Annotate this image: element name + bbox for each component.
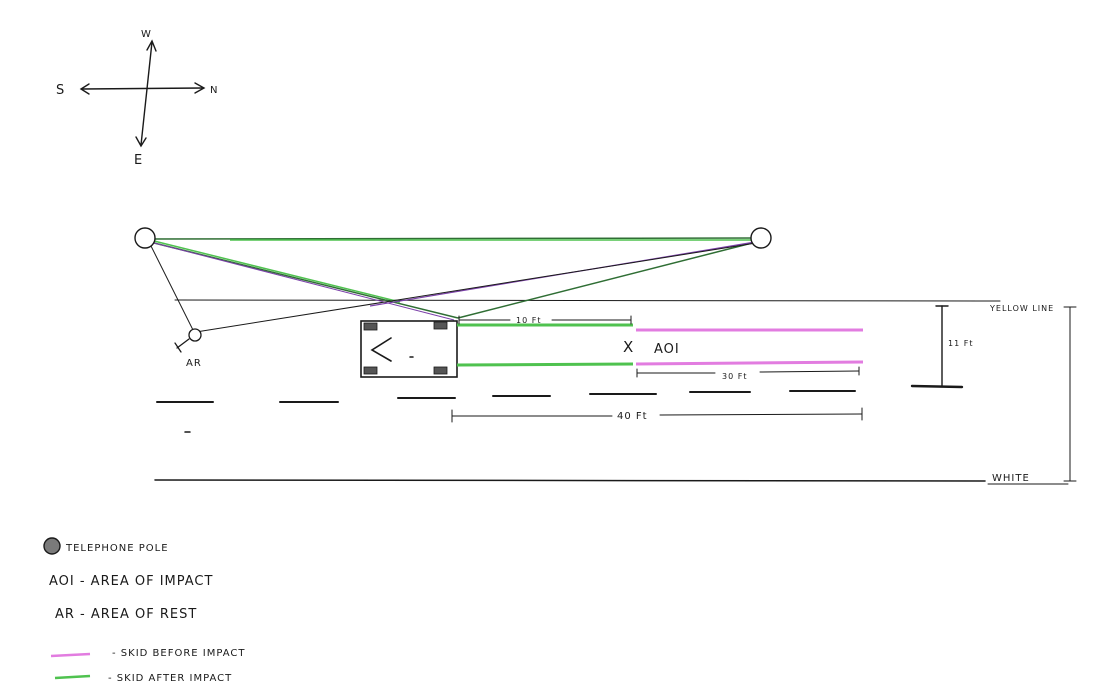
dim-30ft-label: 30 Ft bbox=[722, 372, 747, 381]
dim-11ft-label: 11 Ft bbox=[948, 339, 973, 348]
sight-lines bbox=[134, 227, 772, 333]
dim-40ft-label: 40 Ft bbox=[617, 411, 648, 422]
dim-10ft-label: 10 Ft bbox=[516, 316, 541, 325]
vehicle-wheel bbox=[433, 366, 448, 375]
skid-after-impact-bottom bbox=[456, 362, 634, 367]
yellow-line bbox=[174, 299, 986, 302]
area-of-rest: AR bbox=[174, 328, 202, 369]
pole-to-car-purple-line bbox=[149, 241, 455, 321]
telephone-pole-left bbox=[134, 227, 156, 249]
vehicle-direction-chevron bbox=[370, 337, 392, 362]
compass-arrow-up bbox=[146, 39, 157, 52]
left-pole-to-ar-line bbox=[149, 243, 194, 331]
legend-skid-after-text: - SKID AFTER IMPACT bbox=[108, 673, 232, 684]
pole-to-yellow-green-line bbox=[149, 239, 401, 303]
area-of-rest-stake bbox=[176, 338, 190, 349]
telephone-pole-right bbox=[750, 227, 772, 249]
right-pole-to-car-line bbox=[457, 240, 761, 319]
compass-arrow-right bbox=[194, 82, 206, 94]
dim-40ft-line-right bbox=[659, 413, 863, 416]
legend-skid-after-swatch bbox=[54, 674, 91, 680]
area-of-rest-stake-cross bbox=[174, 342, 182, 353]
skid-marks bbox=[456, 323, 864, 367]
vehicle-wheel bbox=[363, 322, 378, 331]
dim-10ft: 10 Ft bbox=[458, 315, 632, 325]
legend: TELEPHONE POLE AOI - AREA OF IMPACT AR -… bbox=[43, 537, 246, 684]
dim-11ft-base bbox=[910, 384, 964, 389]
compass-west-label: S bbox=[56, 83, 65, 98]
dim-30ft-line-right bbox=[759, 370, 860, 373]
white-line-label: WHITE bbox=[992, 473, 1030, 484]
compass-arrow-left bbox=[79, 83, 90, 95]
vehicle-wheel bbox=[433, 321, 448, 330]
right-pole-to-ar-line bbox=[195, 242, 757, 333]
compass: W E S N bbox=[56, 29, 218, 168]
legend-pole-icon bbox=[43, 537, 61, 555]
compass-horizontal-axis bbox=[81, 87, 204, 90]
area-of-rest-marker bbox=[188, 328, 202, 342]
skid-before-impact-bottom bbox=[635, 360, 864, 366]
vehicle-wheel bbox=[363, 366, 378, 375]
legend-skid-before-swatch bbox=[50, 652, 91, 658]
white-line bbox=[154, 479, 986, 482]
yellow-line-label: YELLOW LINE bbox=[989, 304, 1054, 313]
area-of-rest-label: AR bbox=[186, 358, 202, 369]
compass-south-label: E bbox=[134, 153, 143, 168]
vehicle bbox=[360, 320, 458, 378]
road: YELLOW LINE WHITE 11 Ft bbox=[154, 299, 1077, 485]
dim-30ft: 30 Ft bbox=[636, 366, 860, 381]
legend-ar-text: AR - AREA OF REST bbox=[55, 607, 197, 622]
dim-40ft: 40 Ft bbox=[451, 407, 863, 423]
pole-to-pole-dark-line bbox=[144, 237, 761, 240]
area-of-impact: X AOI bbox=[623, 338, 680, 357]
center-dashes bbox=[156, 390, 856, 433]
dim-11ft: 11 Ft bbox=[910, 305, 973, 389]
legend-skid-before-text: - SKID BEFORE IMPACT bbox=[112, 648, 246, 659]
area-of-impact-mark: X bbox=[623, 338, 634, 356]
area-of-impact-label: AOI bbox=[654, 342, 680, 357]
legend-pole-text: TELEPHONE POLE bbox=[65, 543, 169, 554]
compass-east-label: N bbox=[210, 85, 218, 96]
compass-north-label: W bbox=[141, 29, 152, 40]
compass-arrow-down bbox=[135, 136, 147, 148]
legend-aoi-text: AOI - AREA OF IMPACT bbox=[49, 574, 213, 589]
compass-vertical-axis bbox=[140, 41, 153, 146]
road-width-dimension bbox=[1063, 306, 1077, 482]
